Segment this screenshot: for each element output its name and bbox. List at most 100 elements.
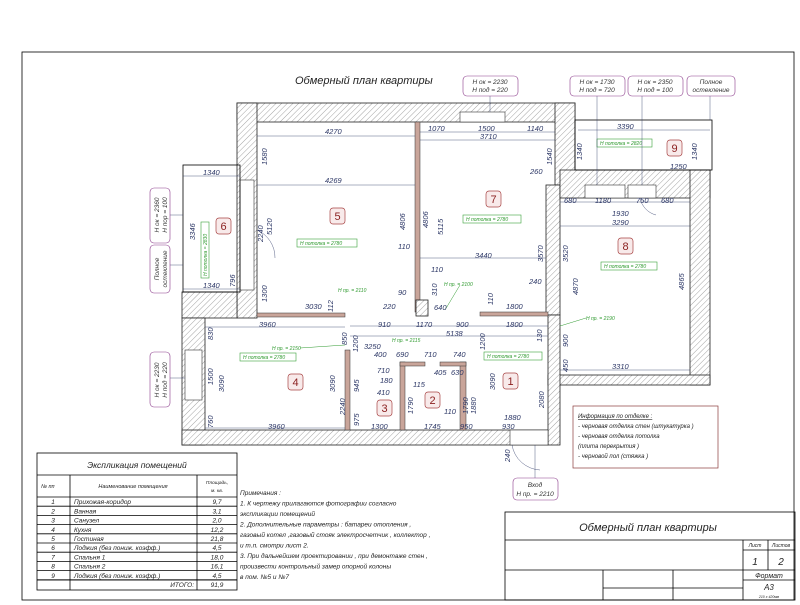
dimension-label: 1070: [428, 124, 446, 133]
table-cell-name: Лоджия (без пониж. коэфф.): [73, 572, 160, 580]
ceiling-r6: Н потолка = 2830: [203, 234, 209, 276]
rooms-7: 8: [622, 241, 628, 253]
dimension-label: 2080: [537, 390, 546, 409]
table-cell-area: 4,5: [212, 545, 221, 552]
table-cell-name: Прихожая-коридор: [74, 498, 131, 506]
dimension-label: 3090: [217, 374, 226, 392]
dimension-label: 945: [352, 379, 361, 392]
dimension-label: 4806: [421, 210, 430, 228]
table-cell-area: 18,0: [211, 554, 224, 561]
dimension-label: 900: [561, 334, 570, 347]
dimension-label: 3346: [188, 222, 197, 240]
note-line: 1. К чертежу прилагаются фотографии согл…: [240, 501, 397, 508]
dimension-label: 130: [535, 329, 544, 342]
finish-info-box: Информация по отделке :- черновая отделк…: [572, 405, 719, 469]
table-cell-number: 3: [51, 518, 55, 525]
dimension-label: 90: [398, 288, 407, 297]
dimension-label: 4806: [398, 212, 407, 230]
dimension-label: 240: [503, 449, 512, 463]
table-cell-number: 7: [51, 554, 55, 561]
dimension-label: 180: [380, 376, 393, 385]
table-cell-number: 5: [51, 536, 55, 543]
ceiling-r4: Н потолка = 2780: [243, 355, 285, 361]
dimension-label: 3960: [259, 320, 277, 329]
dimension-label: 1790: [461, 396, 470, 414]
dimension-label: 1300: [260, 284, 269, 302]
table-cell-area: 21,8: [210, 536, 224, 543]
dimension-label: 1340: [575, 142, 584, 160]
explication-headers-2: Площадь,: [206, 480, 228, 486]
sheet-frame: [21, 51, 795, 601]
room-label-8: 8: [617, 237, 634, 255]
dimension-label: 690: [396, 350, 409, 359]
callouts-left1-0: Н ок = 2360: [154, 197, 161, 232]
dimension-label: 740: [453, 350, 466, 359]
dimension-label: 3310: [612, 362, 630, 371]
ceiling-r5: Н потолка = 2780: [300, 241, 342, 247]
dimension-label: 240: [528, 277, 542, 286]
callouts-left2-1: остекление: [162, 250, 169, 287]
callouts-top2-1: Н под = 720: [579, 86, 615, 94]
note-line: 2. Дополнительные параметры : батареи от…: [239, 521, 411, 529]
ceiling-r8: Н потолка = 2780: [604, 264, 646, 270]
table-cell-name: Лоджия (без пониж. коэфф.): [73, 544, 160, 552]
table-cell-name: Ванная: [74, 508, 97, 515]
table-cell-name: Спальня 2: [74, 564, 106, 571]
explication-headers-0: № пп: [41, 484, 55, 490]
dimension-label: 3090: [488, 372, 497, 390]
callouts-top3-0: Н ок = 2350: [637, 79, 672, 86]
title_block-sheet_label: Лист: [748, 543, 762, 549]
explication-headers-3: м. кв.: [211, 489, 223, 494]
dimension-label: 910: [378, 320, 391, 329]
explication-total_value: 91,9: [211, 582, 224, 589]
room-label-5: 5: [329, 207, 346, 225]
table-cell-name: Гостиная: [74, 536, 104, 543]
room-label-3: 3: [376, 399, 393, 417]
doors-1: Н пр. = 2100: [444, 282, 473, 288]
dimension-label: 3960: [268, 422, 286, 431]
note-line: Примечания :: [240, 490, 281, 497]
table-cell-name: Спальня 1: [74, 554, 106, 561]
callouts-left3-1: Н под = 220: [161, 362, 169, 398]
dimension-label: 4870: [571, 277, 580, 295]
room-labels: 1 2 3 4 5 6 7 8 9: [215, 139, 683, 417]
title_block-format_label: Формат: [755, 573, 783, 580]
table-cell-number: 6: [51, 545, 55, 552]
dimension-label: 3710: [480, 132, 498, 141]
table-cell-number: 1: [51, 499, 55, 506]
title_block-sheets: 2: [777, 557, 784, 568]
note-line: газовый котел ,газовый стояк электросчет…: [240, 531, 431, 539]
table-cell-number: 8: [51, 564, 55, 571]
title_block-format_size: 210 x 420мм: [758, 595, 780, 599]
doors-2: Н пр. = 2190: [586, 316, 615, 322]
rooms-4: 5: [334, 211, 340, 223]
explication-total_label: ИТОГО:: [170, 582, 194, 589]
dimension-label: 4865: [677, 272, 686, 290]
dimension-label: 110: [486, 292, 495, 305]
note-line: и т.п. смотри лист 2.: [240, 543, 309, 550]
dimension-label: 900: [456, 320, 469, 329]
callouts-top3-1: Н под = 100: [637, 86, 673, 94]
dimension-label: 1170: [416, 320, 433, 329]
table-cell-number: 2: [50, 508, 55, 515]
dimension-label: 112: [326, 299, 335, 312]
dimension-label: 1140: [527, 124, 544, 133]
dimension-label: 1800: [506, 302, 524, 311]
finish-info-line: - черновая отделка стен (штукатурка ): [578, 424, 694, 430]
finish-info-line: - черновая отделка потолка: [578, 434, 660, 440]
doors-3: Н пр. = 2150: [272, 346, 301, 352]
rooms-0: 1: [507, 376, 513, 388]
dimension-label: 1580: [260, 147, 269, 165]
dimension-label: 1200: [351, 334, 360, 352]
dimension-label: 1500: [206, 367, 215, 385]
doors-0: Н пр. = 2110: [338, 288, 367, 294]
dimension-label: 1340: [690, 142, 699, 160]
dimension-label: 405: [434, 368, 447, 377]
ceiling-r7: Н потолка = 2780: [466, 217, 508, 223]
dimension-label: 1500: [478, 124, 496, 133]
table-cell-name: Санузел: [74, 518, 100, 525]
ceiling-r1: Н потолка = 2780: [487, 354, 529, 360]
table-cell-area: 12,2: [211, 527, 224, 534]
room-label-4: 4: [287, 373, 304, 391]
table-cell-number: 4: [51, 527, 55, 534]
